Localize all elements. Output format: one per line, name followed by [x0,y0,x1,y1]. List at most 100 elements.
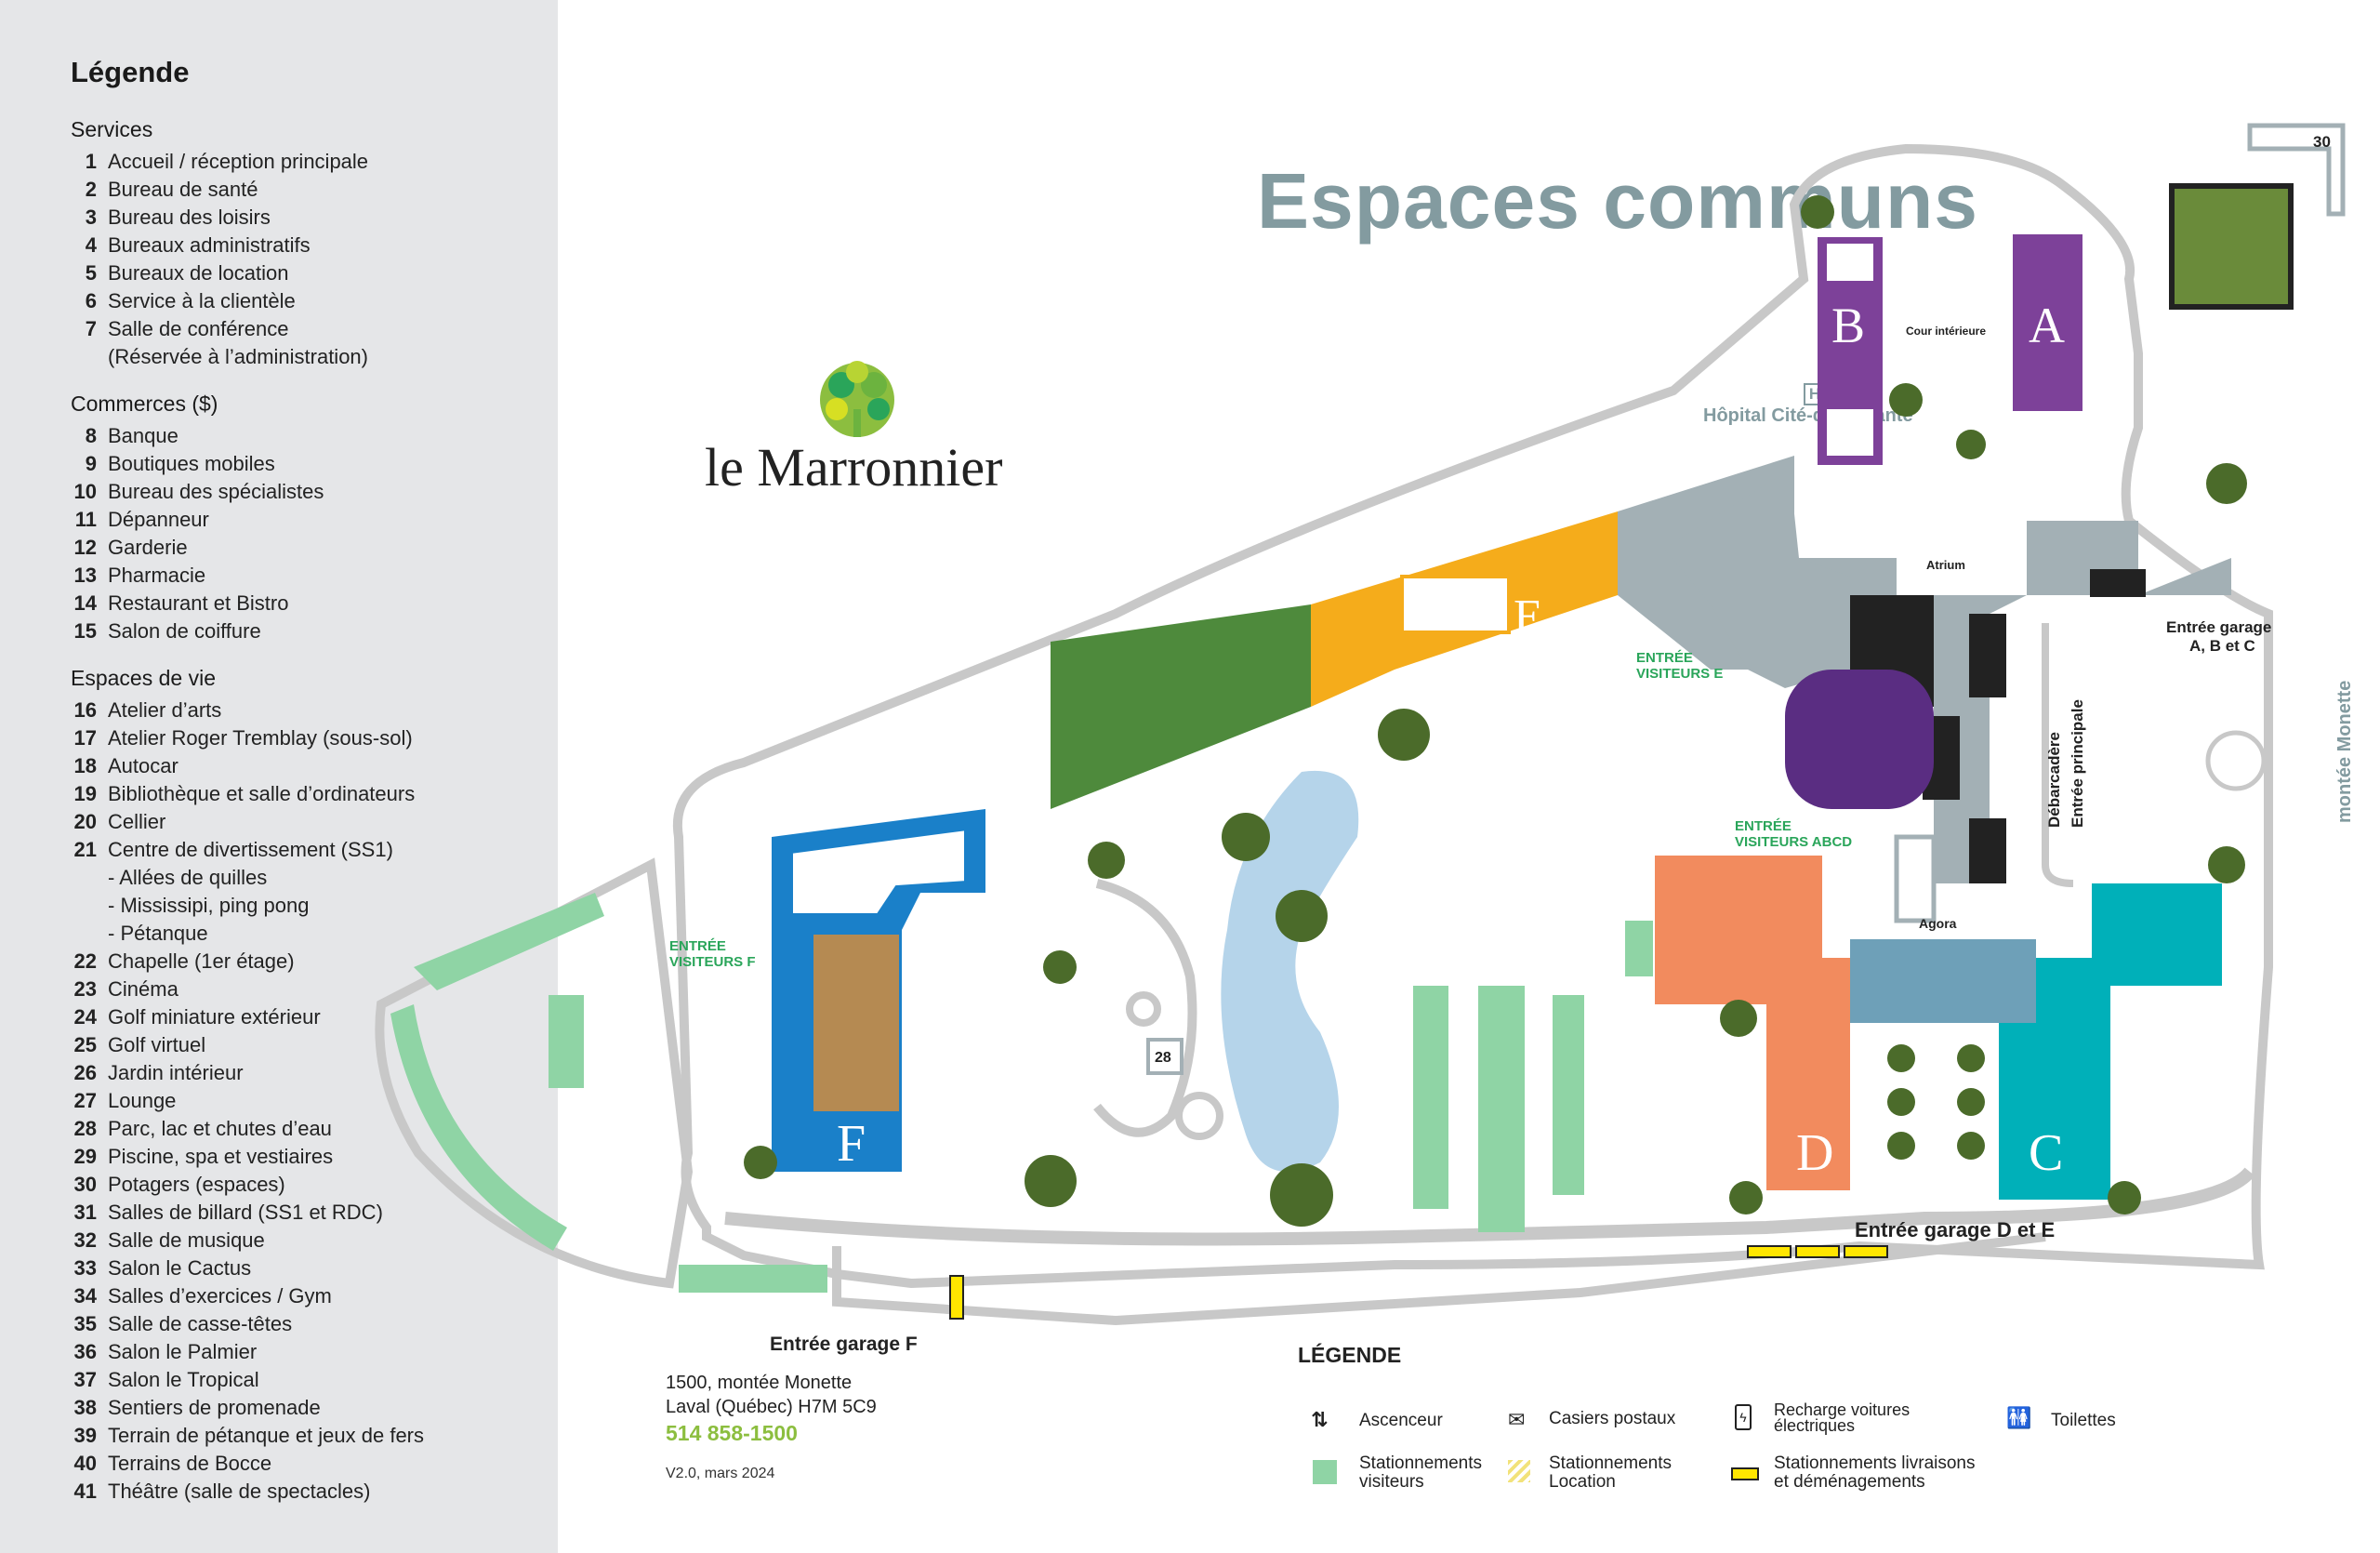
legend-item-label: Bureau des spécialistes [108,480,324,503]
pool-photo [1850,939,2036,1023]
theatre-photo [1785,670,1934,809]
legend-item: 12 Garderie [71,534,558,562]
legend-item-number: 12 [73,536,97,559]
legend-item-label: Piscine, spa et vestiaires [108,1145,334,1168]
legend-stat-location: Stationnements Location [1549,1453,1673,1492]
map-legend: LÉGENDE [1298,1343,2042,1385]
petanque-photo [2169,183,2294,310]
legend-ascenseur: Ascenceur [1359,1411,1443,1430]
legend-item-number: 33 [73,1256,97,1280]
entree-principale-label: Entrée principale [2069,699,2086,828]
drop-off-lane [2042,623,2074,887]
legend-item-label: Parc, lac et chutes d’eau [108,1117,332,1140]
legend-casiers: Casiers postaux [1549,1409,1676,1428]
legend-item-number: 14 [73,591,97,615]
legend-item-label: Jardin intérieur [108,1061,244,1084]
building-d[interactable] [1655,856,1850,1190]
visitor-parking-swatch [1313,1460,1337,1484]
legend-item-number: 6 [85,289,97,312]
health-office-block [2090,569,2146,597]
legend-item-label: Lounge [108,1089,177,1112]
library-room [1400,575,1511,634]
legend-item-label: Chapelle (1er étage) [108,949,295,973]
garage-f-label: Entrée garage F [770,1334,918,1355]
legend-stat-livraisons: Stationnements livraisons et déménagemen… [1774,1453,1976,1492]
legend-item-number: 7 [85,317,97,340]
legend-item-label: Salle de casse-têtes [108,1312,293,1335]
map-legend-title: LÉGENDE [1298,1343,1402,1367]
legend-item-number: 17 [73,726,97,750]
phone-number[interactable]: 514 858-1500 [666,1421,798,1445]
legend-item-number: 36 [73,1340,97,1363]
legend-item-number: 35 [73,1312,97,1335]
park-number-box [1146,1038,1183,1075]
brand-logo: le Marronnier [705,437,1002,498]
park-number: 28 [1155,1050,1171,1066]
legend-item-label: Banque [108,424,178,447]
legend-item-number: 32 [73,1228,97,1252]
legend-item-label: Salle de conférence (Réservée à l’admini… [108,317,368,368]
visitor-parking [549,921,1653,1293]
building-c[interactable] [1999,883,2222,1200]
legend-item: 33 Salon le Cactus [71,1254,558,1282]
park-fountain [1175,1092,1223,1140]
legend-item-number: 27 [73,1089,97,1112]
legend-item-number: 40 [73,1452,97,1475]
restaurant-area [1664,470,1850,688]
rental-block [1969,818,2006,883]
legend-item-number: 30 [73,1173,97,1196]
logo-leaf-icon [820,361,894,437]
legend-item-label: Bureau des loisirs [108,206,271,229]
lake [1221,770,1359,1172]
legend-item-number: 9 [85,452,97,475]
roundabout [2205,730,2267,791]
main-road [724,1167,2255,1246]
legend-item-number: 28 [73,1117,97,1140]
legend-item-number: 37 [73,1368,97,1391]
legend-item-label: Accueil / réception principale [108,150,369,173]
building-e-label: E [1514,591,1543,644]
legend-item-label: Théâtre (salle de spectacles) [108,1480,371,1503]
delivery-parking-swatch [1731,1467,1759,1480]
legend-item-label: Cinéma [108,977,178,1001]
legend-recharge: Recharge voitures électriques [1774,1400,1911,1435]
building-a[interactable] [2013,234,2082,411]
legend-item-label: Boutiques mobiles [108,452,275,475]
legend-section-title: Espaces de vie [71,666,216,690]
park-circle [1126,991,1161,1027]
legend-item-label: Salon le Cactus [108,1256,252,1280]
legend-item-number: 31 [73,1201,97,1224]
legend-item-number: 29 [73,1145,97,1168]
indoor-garden-photo [1051,604,1311,809]
building-d-label: D [1796,1124,1833,1182]
legend-item-label: Atelier Roger Tremblay (sous-sol) [108,726,413,750]
legend-item-label: Salles d’exercices / Gym [108,1284,332,1307]
west-parking-strip [414,893,604,990]
montee-monette-label: montée Monette [2334,681,2355,823]
debarcadere-label: Débarcadère [2045,732,2063,828]
legend-item-number: 22 [73,949,97,973]
park-path [1093,879,1197,1137]
legend-item: 9 Boutiques mobiles [71,450,558,478]
legend-item-label: Garderie [108,536,188,559]
agora-label: Agora [1919,916,1957,931]
